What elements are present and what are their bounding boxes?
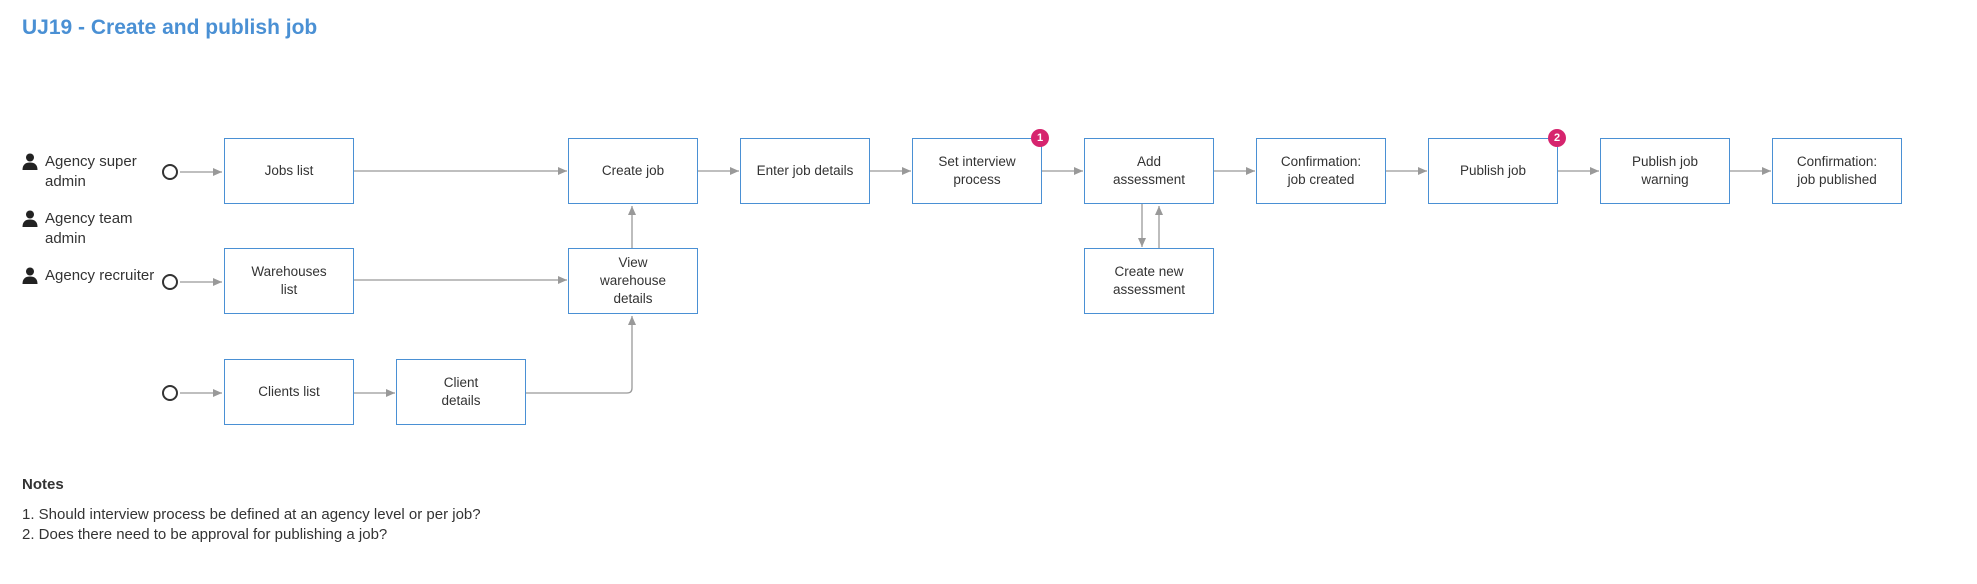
node-view-warehouse-details[interactable]: View warehouse details <box>568 248 698 314</box>
node-publish-job[interactable]: Publish job <box>1428 138 1558 204</box>
node-clients-list[interactable]: Clients list <box>224 359 354 425</box>
person-icon <box>22 267 38 284</box>
node-label: Publish job warning <box>1631 154 1699 187</box>
actor-agency-recruiter: Agency recruiter <box>22 266 155 286</box>
start-node-warehouses <box>162 274 178 290</box>
node-label: Client details <box>441 375 481 408</box>
node-label: Clients list <box>258 384 320 399</box>
notes-section: Notes 1. Should interview process be def… <box>22 476 481 545</box>
note-item-2: 2. Does there need to be approval for pu… <box>22 526 388 543</box>
node-confirmation-job-published[interactable]: Confirmation: job published <box>1772 138 1902 204</box>
node-enter-job-details[interactable]: Enter job details <box>740 138 870 204</box>
node-set-interview-process[interactable]: Set interview process <box>912 138 1042 204</box>
node-label: Warehouses list <box>251 264 327 297</box>
actor-agency-team-admin: Agency team admin <box>22 209 155 249</box>
node-warehouses-list[interactable]: Warehouses list <box>224 248 354 314</box>
notes-title: Notes <box>22 476 64 493</box>
node-label: Create new assessment <box>1112 264 1186 297</box>
start-node-clients <box>162 385 178 401</box>
actor-label: Agency super admin <box>45 153 137 190</box>
page-title: UJ19 - Create and publish job <box>22 16 318 39</box>
node-create-new-assessment[interactable]: Create new assessment <box>1084 248 1214 314</box>
node-add-assessment[interactable]: Add assessment <box>1084 138 1214 204</box>
note-badge-1: 1 <box>1031 129 1049 147</box>
node-label: View warehouse details <box>599 255 667 306</box>
node-label: Add assessment <box>1112 154 1186 187</box>
node-label: Confirmation: job published <box>1796 154 1878 187</box>
node-jobs-list[interactable]: Jobs list <box>224 138 354 204</box>
node-create-job[interactable]: Create job <box>568 138 698 204</box>
actor-label: Agency team admin <box>45 210 133 247</box>
node-label: Jobs list <box>264 163 314 178</box>
node-label: Enter job details <box>756 163 854 178</box>
node-confirmation-job-created[interactable]: Confirmation: job created <box>1256 138 1386 204</box>
node-label: Create job <box>601 163 665 178</box>
node-client-details[interactable]: Client details <box>396 359 526 425</box>
actor-agency-super-admin: Agency super admin <box>22 152 155 192</box>
node-label: Publish job <box>1459 163 1527 178</box>
start-node-jobs <box>162 164 178 180</box>
node-label: Set interview process <box>938 154 1016 187</box>
person-icon <box>22 210 38 227</box>
note-badge-2: 2 <box>1548 129 1566 147</box>
connector-client-details-view-warehouse <box>526 316 636 394</box>
actor-label: Agency recruiter <box>45 267 155 284</box>
node-label: Confirmation: job created <box>1280 154 1362 187</box>
person-icon <box>22 153 38 170</box>
note-item-1: 1. Should interview process be defined a… <box>22 506 481 523</box>
node-publish-job-warning[interactable]: Publish job warning <box>1600 138 1730 204</box>
